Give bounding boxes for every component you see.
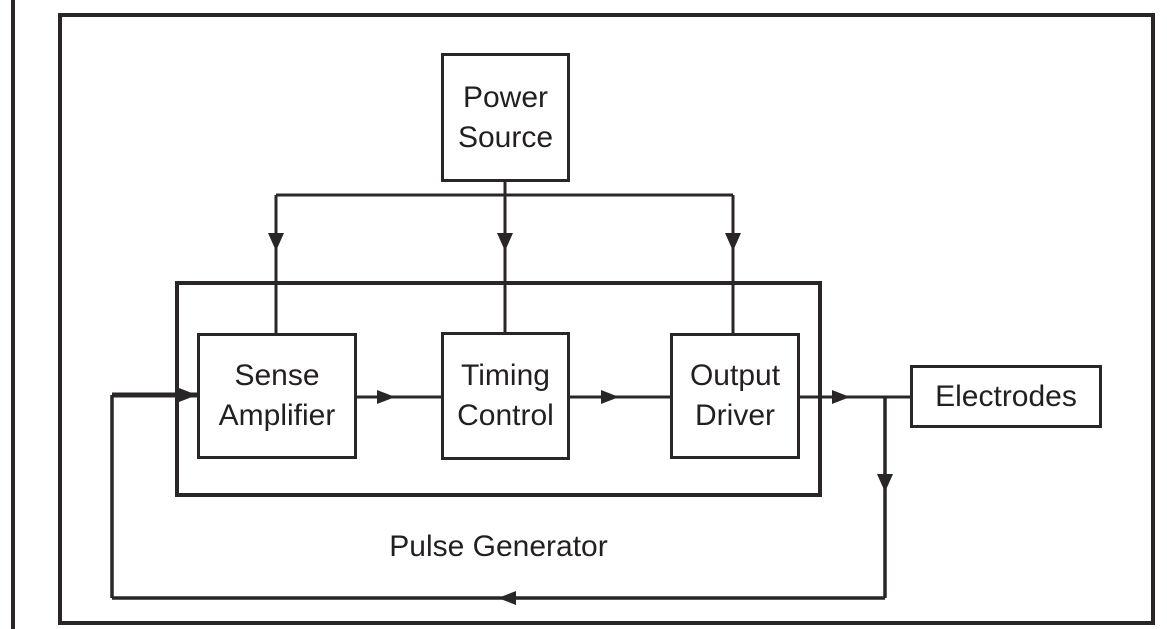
figure-border [58,13,1155,625]
sense-amplifier-label-line2: Amplifier [218,399,336,432]
electrodes-label: Electrodes [935,379,1077,413]
sense-amplifier-label-line1: Sense [234,359,320,392]
timing-control-label-line2: Control [457,399,554,432]
arrowhead-feedback-left-icon [498,591,516,605]
arrowhead-power-center-icon [497,233,513,251]
timing-control-label-line1: Timing [461,359,550,392]
arrowhead-output-to-electrodes-icon [832,390,850,404]
arrowhead-sense-to-timing-icon [377,390,395,404]
power-source-label-line2: Source [457,120,554,154]
arrowhead-feedback-input-icon [179,388,197,402]
node-power-source: Power Source [441,53,570,182]
arrowhead-timing-to-output-icon [601,390,619,404]
arrowhead-feedback-down-icon [877,474,893,492]
pulse-generator-label: Pulse Generator [389,530,608,563]
arrowhead-power-right-icon [725,233,741,251]
pulse-generator-group-box [175,281,822,497]
output-driver-label-line2: Driver [695,399,775,432]
node-sense-amplifier: Sense Amplifier [197,333,357,459]
arrowheads [179,233,893,605]
output-driver-label-line1: Output [689,359,781,392]
connector-lines [11,0,910,629]
node-output-driver: Output Driver [670,333,800,459]
node-timing-control: Timing Control [441,332,570,460]
power-source-label-line1: Power [462,80,549,114]
node-electrodes: Electrodes [910,365,1102,428]
arrowhead-power-left-icon [268,233,284,251]
